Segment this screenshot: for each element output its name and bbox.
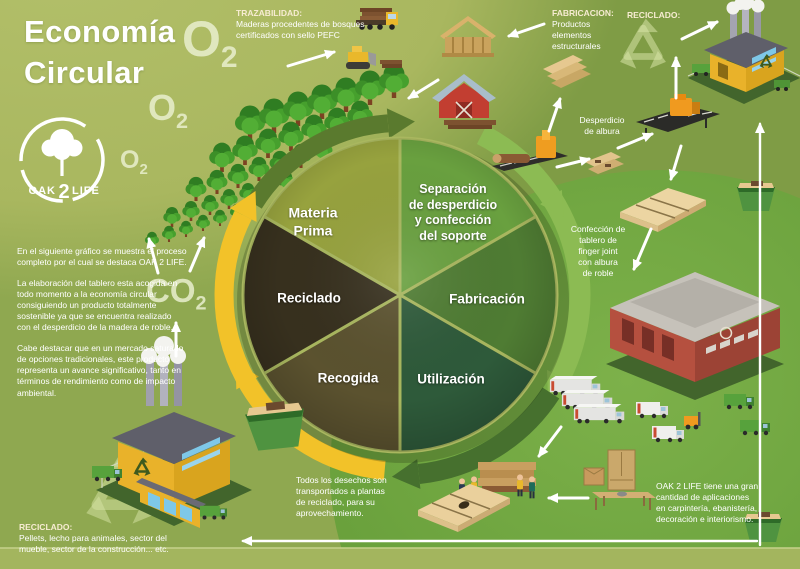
dumpster-illustration bbox=[737, 181, 775, 211]
wheel-shading bbox=[243, 138, 557, 452]
cycle-arc-dark-top bbox=[246, 108, 415, 209]
logo-tree-icon bbox=[41, 129, 83, 176]
albura-waste-pile-illustration bbox=[585, 152, 624, 174]
red-factory-illustration bbox=[606, 272, 784, 400]
intro-paragraph: En el siguiente gráfico se muestra el pr… bbox=[17, 246, 187, 268]
logo-text-oak: OAK bbox=[29, 185, 56, 197]
arrow-to-albura bbox=[555, 156, 591, 169]
arrow-to-timber-house bbox=[507, 22, 546, 38]
structural-beams-illustration bbox=[543, 55, 591, 88]
cycle-arc-dark-bottom bbox=[391, 387, 560, 489]
barn-sawmill-illustration bbox=[432, 74, 496, 129]
wheel-label-separacion: Separación de desperdicio y confección d… bbox=[408, 181, 498, 243]
furniture-illustration bbox=[583, 449, 656, 510]
arrow-to-top-factory bbox=[680, 20, 719, 41]
arrow-to-board bbox=[668, 144, 683, 181]
arrow-to-barn bbox=[407, 78, 440, 100]
arrow-to-beams bbox=[547, 97, 562, 133]
arrow-to-workers bbox=[537, 425, 563, 458]
cycle-arc-yellow bbox=[214, 191, 386, 480]
truck-fleet-illustration bbox=[549, 376, 770, 443]
o2-molecule: O2 bbox=[182, 11, 238, 74]
note-trazabilidad: TRAZABILIDAD: Maderas procedentes de bos… bbox=[236, 8, 365, 41]
logo-circle bbox=[19, 117, 105, 203]
bulldozer-illustration bbox=[346, 46, 402, 69]
logo-text-two: 2 bbox=[58, 181, 69, 203]
timber-frame-house-illustration bbox=[440, 16, 496, 57]
wheel-label-materia-prima: Materia Prima bbox=[288, 204, 338, 239]
arrow-trazabilidad bbox=[286, 49, 336, 68]
finger-joint-board-illustration bbox=[620, 188, 706, 232]
arrow-to-red-factory bbox=[632, 227, 653, 271]
intro-text: En el siguiente gráfico se muestra el pr… bbox=[17, 246, 187, 409]
flow-arrows bbox=[146, 20, 765, 547]
wheel-label-fabricacion: Fabricación bbox=[449, 291, 525, 307]
note-aplicaciones: OAK 2 LIFE tiene una gran cantidad de ap… bbox=[656, 481, 759, 525]
recycling-factory-top-illustration bbox=[687, 0, 800, 104]
note-reciclado-bottom: RECICLADO: Pellets, lecho para animales,… bbox=[19, 522, 169, 555]
workers-lumber-illustration bbox=[459, 462, 536, 501]
oak2life-logo: OAK 2 LIFE bbox=[19, 117, 105, 203]
log-saw-illustration bbox=[492, 130, 568, 171]
co2-molecule: CO2 bbox=[146, 272, 207, 315]
wood-package-illustration bbox=[418, 484, 510, 532]
arrow-to-planer bbox=[616, 132, 654, 150]
wheel-label-recogida: Recogida bbox=[317, 370, 379, 386]
note-fabricacion: FABRICACION: Productos elementos estruct… bbox=[552, 8, 614, 52]
note-confeccion: Confección de tablero de finger joint co… bbox=[570, 224, 626, 279]
recycling-plant-illustration bbox=[92, 336, 252, 528]
note-reciclado-top: RECICLADO: bbox=[627, 10, 681, 20]
forklift-illustration bbox=[684, 412, 701, 430]
planer-machine-illustration bbox=[636, 94, 720, 138]
arrow-co2-right bbox=[188, 236, 206, 273]
intro-paragraph: Cabe destacar que en un mercado saturado… bbox=[17, 343, 184, 398]
wheel-label-reciclado: Reciclado bbox=[277, 290, 341, 306]
note-desperdicio: Desperdicio de albura bbox=[579, 115, 625, 137]
o2-molecule: O2 bbox=[148, 87, 189, 134]
wheel-label-utilizacion: Utilización bbox=[417, 371, 485, 387]
intro-paragraph: La elaboración del tablero esta acogida … bbox=[17, 278, 178, 333]
logging-truck-illustration bbox=[356, 8, 398, 30]
note-desechos: Todos los desechos son transportados a p… bbox=[296, 475, 387, 519]
o2-molecule: O2 bbox=[120, 146, 148, 178]
arrow-co2-left bbox=[146, 237, 160, 275]
page-title: Economía Circular bbox=[24, 14, 176, 90]
logo-text-life: LIFE bbox=[72, 185, 100, 197]
